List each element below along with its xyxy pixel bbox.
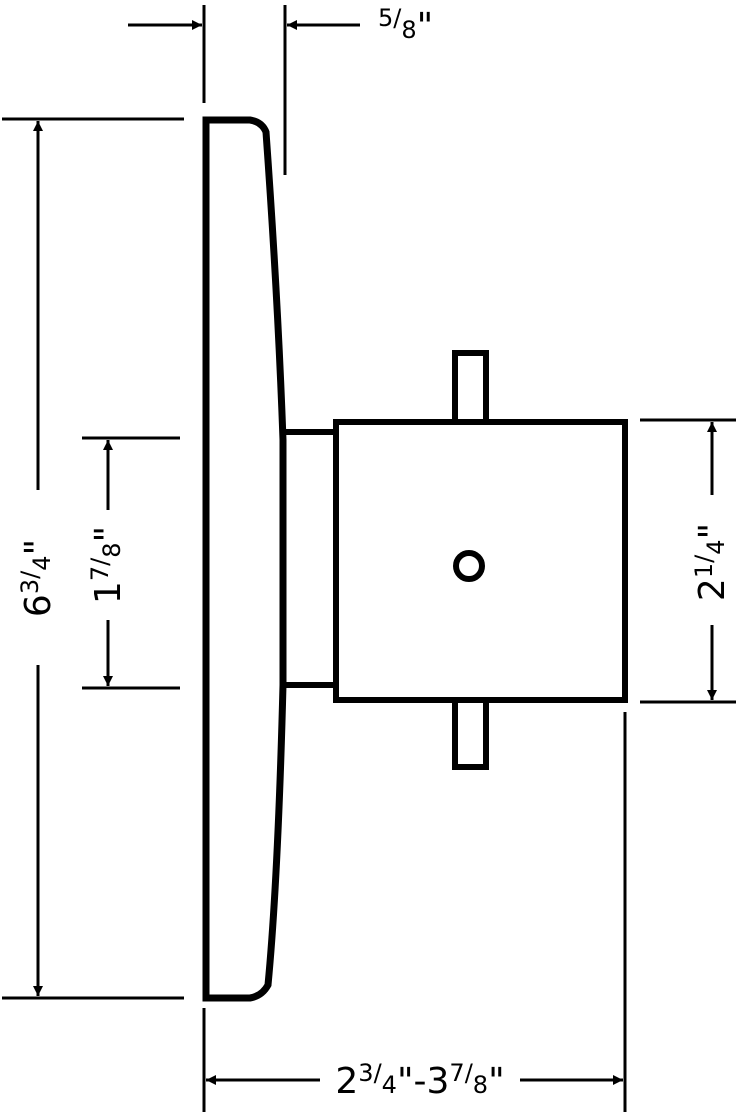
trim-plate bbox=[202, 116, 287, 1002]
body-height-label: 21/4" bbox=[690, 523, 733, 601]
center-offset-dimension: 17/8" bbox=[82, 436, 180, 690]
body-height-dimension: 21/4" bbox=[640, 418, 736, 704]
projection-label: 23/4"-37/8" bbox=[335, 1059, 504, 1102]
center-offset-label: 17/8" bbox=[86, 526, 129, 604]
bottom-pin bbox=[452, 697, 489, 770]
overall-height-label: 63/4" bbox=[16, 539, 59, 617]
indicator-dot bbox=[453, 550, 485, 582]
plate-thickness-label: 5/8" bbox=[378, 4, 433, 47]
top-pin bbox=[452, 350, 489, 425]
overall-height-dimension: 63/4" bbox=[2, 117, 184, 1000]
trim-neck bbox=[283, 429, 336, 688]
projection-dimension: 23/4"-37/8" bbox=[202, 712, 627, 1112]
plate-thickness-dimension: 5/8" bbox=[128, 4, 433, 175]
